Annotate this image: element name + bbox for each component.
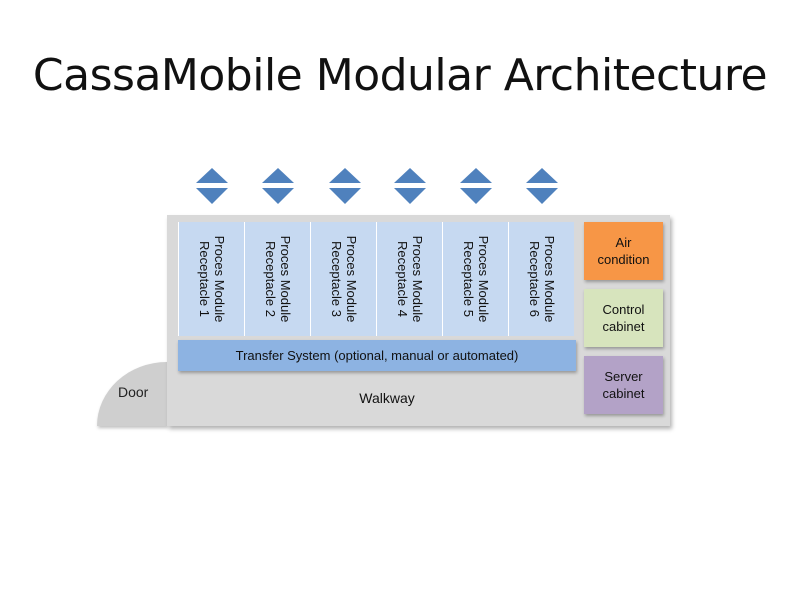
module-label: Proces Module Receptacle 4 — [394, 235, 425, 323]
air-condition-box: Air condition — [584, 222, 663, 280]
process-module-4: Proces Module Receptacle 4 — [376, 222, 442, 336]
control-cabinet-box: Control cabinet — [584, 289, 663, 347]
double-arrow-icon — [460, 168, 492, 204]
module-label: Proces Module Receptacle 3 — [328, 235, 359, 323]
double-arrow-icon — [196, 168, 228, 204]
double-arrow-icon — [262, 168, 294, 204]
transfer-system-bar: Transfer System (optional, manual or aut… — [178, 340, 576, 371]
double-arrow-icon — [526, 168, 558, 204]
double-arrow-icon — [394, 168, 426, 204]
page-title: CassaMobile Modular Architecture — [32, 50, 768, 101]
double-arrow-icon — [329, 168, 361, 204]
process-module-1: Proces Module Receptacle 1 — [178, 222, 244, 336]
module-label: Proces Module Receptacle 6 — [526, 235, 557, 323]
module-label: Proces Module Receptacle 5 — [460, 235, 491, 323]
process-module-2: Proces Module Receptacle 2 — [244, 222, 310, 336]
process-module-3: Proces Module Receptacle 3 — [310, 222, 376, 336]
server-cabinet-box: Server cabinet — [584, 356, 663, 414]
process-module-5: Proces Module Receptacle 5 — [442, 222, 508, 336]
door-label: Door — [118, 384, 149, 400]
process-module-6: Proces Module Receptacle 6 — [508, 222, 574, 336]
walkway-label: Walkway — [359, 390, 415, 406]
module-label: Proces Module Receptacle 2 — [262, 235, 293, 323]
module-label: Proces Module Receptacle 1 — [196, 235, 227, 323]
